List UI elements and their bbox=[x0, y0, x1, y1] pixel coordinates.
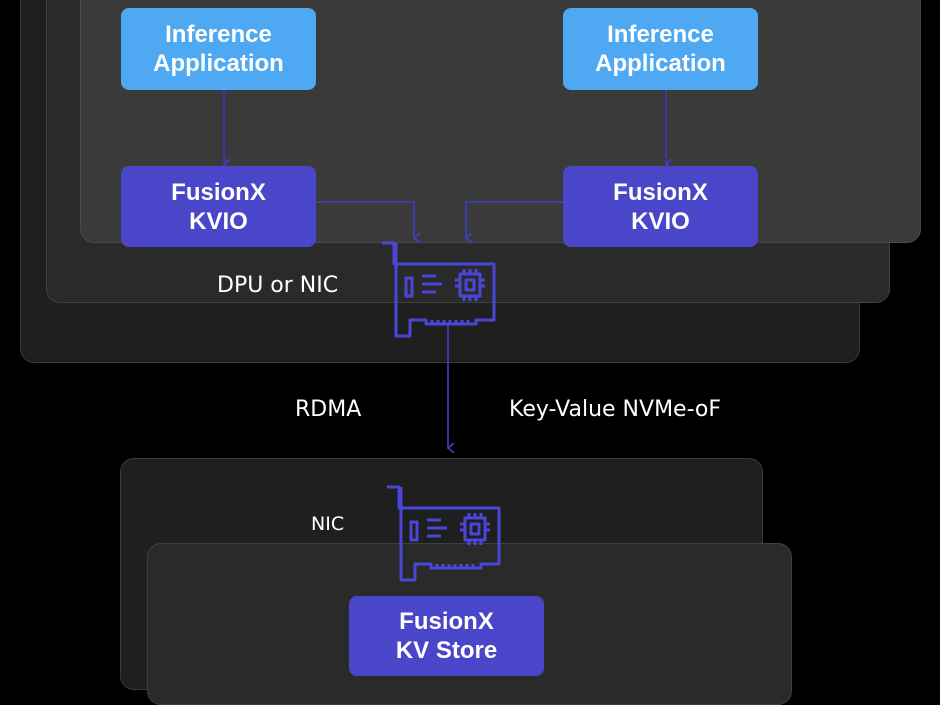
nic-label: NIC bbox=[311, 513, 345, 535]
fusionx-kvio-right-label: FusionX KVIO bbox=[613, 178, 708, 235]
fusionx-kvio-left: FusionX KVIO bbox=[121, 166, 316, 247]
arrow-kvio-right-to-dpu bbox=[466, 201, 563, 238]
rdma-label: RDMA bbox=[295, 397, 362, 422]
inference-app-left: Inference Application bbox=[121, 8, 316, 90]
fusionx-kv-store: FusionX KV Store bbox=[349, 596, 544, 676]
fusionx-kv-store-label: FusionX KV Store bbox=[395, 608, 498, 664]
connector-lines bbox=[0, 90, 940, 663]
network-card-icon bbox=[387, 485, 501, 582]
fusionx-kvio-left-label: FusionX KVIO bbox=[171, 178, 266, 235]
dpu-nic-label: DPU or NIC bbox=[217, 273, 339, 298]
inference-app-left-label: Inference Application bbox=[153, 21, 284, 77]
network-card-icon bbox=[382, 241, 496, 338]
arrow-kvio-left-to-dpu bbox=[316, 201, 414, 238]
protocol-label: Key-Value NVMe-oF bbox=[509, 397, 722, 422]
inference-app-right: Inference Application bbox=[563, 8, 758, 90]
fusionx-kvio-right: FusionX KVIO bbox=[563, 166, 758, 247]
inference-app-right-label: Inference Application bbox=[595, 21, 726, 77]
